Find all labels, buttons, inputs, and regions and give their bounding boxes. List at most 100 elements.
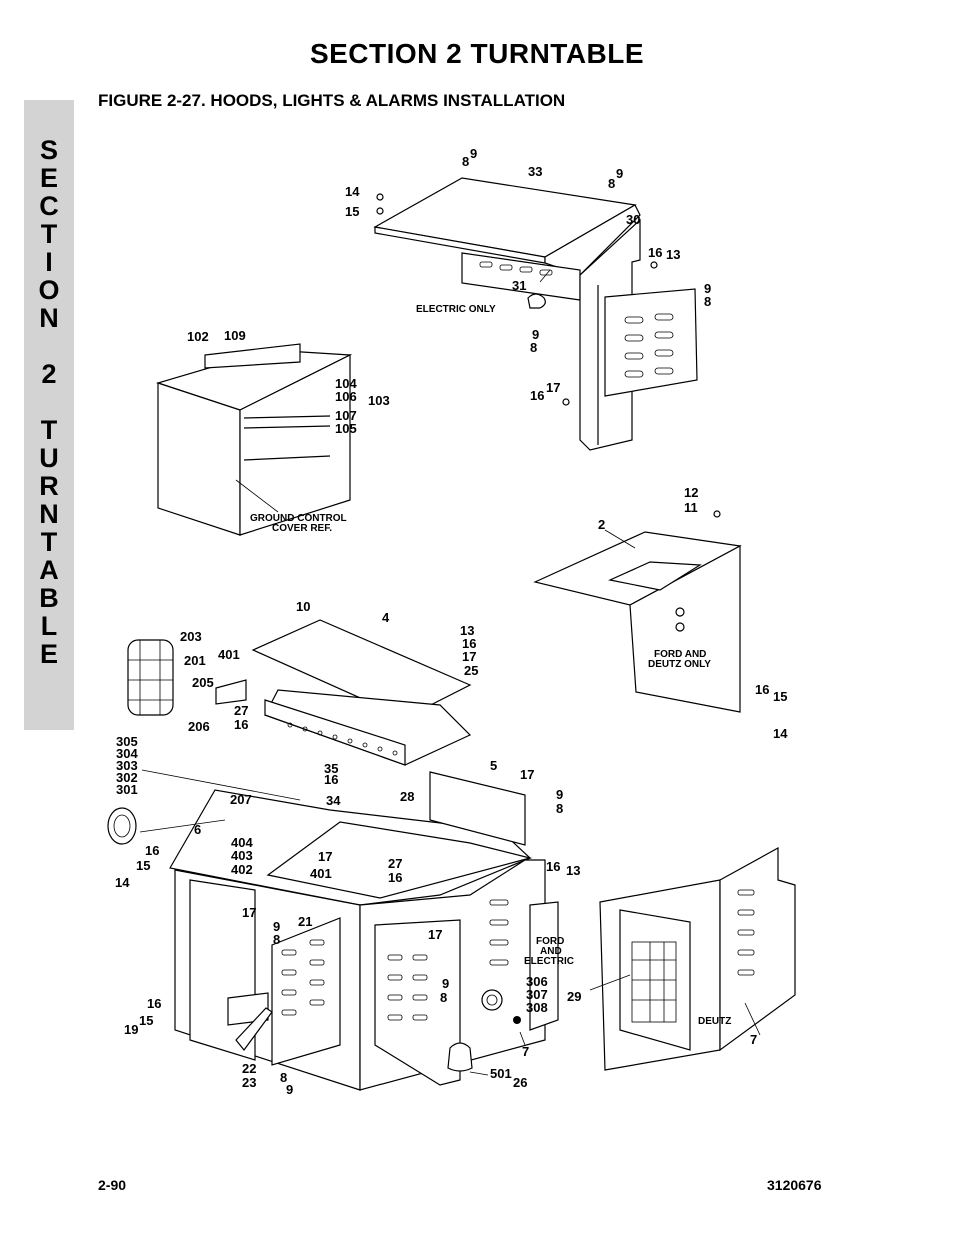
callout-label: 25 xyxy=(464,663,478,678)
side-tab-letter: A xyxy=(39,555,59,585)
callout-label: 16 xyxy=(145,843,159,858)
callout-label: 8 xyxy=(440,990,447,1005)
callout-label: 17 xyxy=(462,649,476,664)
callout-label: 28 xyxy=(400,789,414,804)
callout-numbers: 9 8 33 9 8 14 15 30 16 13 31 9 8 32 9 8 … xyxy=(115,146,788,1097)
figure-title: FIGURE 2-27. HOODS, LIGHTS & ALARMS INST… xyxy=(98,91,566,110)
side-tab-letter: I xyxy=(45,247,53,277)
callout-label: 29 xyxy=(567,989,581,1004)
callout-label: 16 xyxy=(546,859,560,874)
side-tab-letter: U xyxy=(39,443,59,473)
side-tab-letter: T xyxy=(40,527,58,557)
callout-label: 34 xyxy=(326,793,341,808)
section-title: SECTION 2 TURNTABLE xyxy=(309,38,645,69)
panel-7-left xyxy=(529,901,559,1031)
callout-label: 8 xyxy=(530,340,537,355)
side-tab-letter: 2 xyxy=(41,359,57,389)
callout-label: 15 xyxy=(139,1013,153,1028)
side-tab-letter: E xyxy=(39,163,58,193)
callout-label: 105 xyxy=(335,421,357,436)
side-tab-letter: E xyxy=(39,639,58,669)
callout-label: 13 xyxy=(666,247,680,262)
callout-label: 17 xyxy=(242,905,256,920)
callout-label: 16 xyxy=(755,682,769,697)
callout-label: 301 xyxy=(116,782,138,797)
side-tab-letter: S xyxy=(39,135,58,165)
callout-label: 9 xyxy=(470,146,477,161)
cover-4-lid xyxy=(251,619,472,719)
callout-label: 304 xyxy=(116,746,138,761)
callout-label: 305 xyxy=(116,734,138,749)
callout-label: 16 xyxy=(147,996,161,1011)
side-tab-letter: T xyxy=(40,415,58,445)
alarm-501 xyxy=(447,1042,473,1072)
callout-label: 14 xyxy=(773,726,788,741)
callout-label: 15 xyxy=(136,858,150,873)
callout-label: 23 xyxy=(242,1075,256,1090)
callout-label: 306 xyxy=(526,974,548,989)
callout-label: 8 xyxy=(273,932,280,947)
callout-label: 10 xyxy=(296,599,310,614)
callout-label: 307 xyxy=(526,987,548,1002)
callout-label: 9 xyxy=(532,327,539,342)
side-tab-letter: N xyxy=(39,499,59,529)
callout-label: 206 xyxy=(188,719,210,734)
callout-label: 27 xyxy=(388,856,402,871)
callout-label: 16 xyxy=(462,636,476,651)
svg-text:DEUTZ: DEUTZ xyxy=(698,1016,731,1027)
callout-label: 7 xyxy=(522,1044,529,1059)
callout-label: 16 xyxy=(530,388,544,403)
side-tab-letter: L xyxy=(40,611,58,641)
callout-label: 308 xyxy=(526,1000,548,1015)
callout-label: 205 xyxy=(192,675,214,690)
callout-label: 7 xyxy=(750,1032,757,1047)
side-tab-letter: R xyxy=(39,471,59,501)
callout-label: 27 xyxy=(234,703,248,718)
callout-label: 303 xyxy=(116,758,138,773)
callout-label: 106 xyxy=(335,389,357,404)
top-cover-4 xyxy=(215,619,472,766)
side-tab-letter: T xyxy=(40,219,58,249)
callout-label: 9 xyxy=(286,1082,293,1097)
callout-label: 9 xyxy=(442,976,449,991)
callout-label: 102 xyxy=(187,329,209,344)
alarm-306 xyxy=(481,989,503,1011)
callout-label: 21 xyxy=(298,914,312,929)
callout-label: 109 xyxy=(224,328,246,343)
callout-label: 22 xyxy=(242,1061,256,1076)
callout-label: 104 xyxy=(335,376,357,391)
note-electric-only: ELECTRIC ONLY xyxy=(416,304,496,315)
hinge-plate-109 xyxy=(204,343,301,369)
callout-label: 26 xyxy=(513,1075,527,1090)
callout-label: 4 xyxy=(382,610,390,625)
callout-label: 35 xyxy=(324,761,338,776)
note-and: AND xyxy=(540,946,562,957)
callout-label: 19 xyxy=(124,1022,138,1037)
callout-label: 13 xyxy=(460,623,474,638)
note-ford-and: FORD AND xyxy=(654,649,706,660)
bracket-5 xyxy=(429,771,526,846)
callout-label: 404 xyxy=(231,835,253,850)
panel-23 xyxy=(235,1007,273,1051)
callout-label: 9 xyxy=(556,787,563,802)
callout-label: 201 xyxy=(184,653,206,668)
callout-label: 14 xyxy=(345,184,360,199)
callout-label: 8 xyxy=(608,176,615,191)
side-tab-letter: O xyxy=(38,275,60,305)
work-light-203 xyxy=(127,639,174,716)
callout-label: 8 xyxy=(704,294,711,309)
note-electric: ELECTRIC xyxy=(524,956,574,967)
callout-label: 107 xyxy=(335,408,357,423)
callout-label: 302 xyxy=(116,770,138,785)
leader-lines xyxy=(139,269,761,1076)
section-side-tab: S E C T I O N 2 T U R N T A B L E xyxy=(24,100,74,730)
callout-label: 203 xyxy=(180,629,202,644)
note-deutz-only: DEUTZ ONLY xyxy=(648,659,711,670)
callout-label: 501 xyxy=(490,1066,512,1081)
callout-label: 33 xyxy=(528,164,542,179)
callout-label: 15 xyxy=(773,689,787,704)
callout-label: 207 xyxy=(230,792,252,807)
side-tab-letter: C xyxy=(39,191,59,221)
side-tab-letter: B xyxy=(39,583,59,613)
